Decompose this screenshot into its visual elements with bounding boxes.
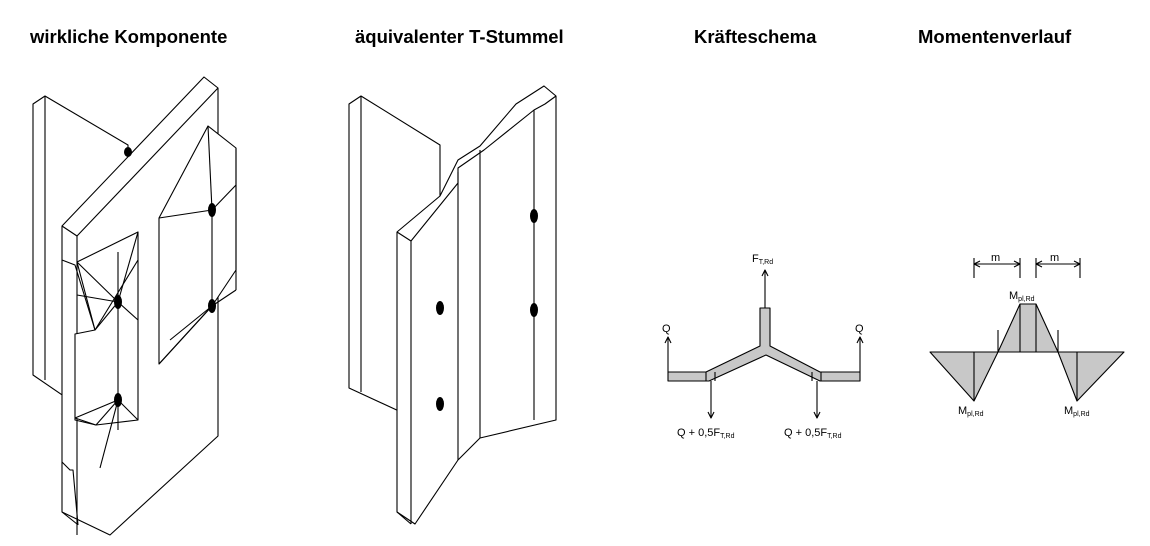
- bolt-icon: [436, 397, 444, 411]
- bolt-icon: [114, 295, 122, 309]
- force-scheme-drawing: [664, 269, 864, 419]
- bolt-icon: [530, 303, 538, 317]
- moment-diagram-drawing: [929, 258, 1125, 402]
- bolt-icon: [208, 299, 216, 313]
- bolt-icon: [436, 301, 444, 315]
- title-force-scheme: Kräfteschema: [694, 26, 817, 47]
- bolt-icon: [114, 393, 122, 407]
- label-m-left: m: [991, 252, 1000, 264]
- real-component-drawing: [32, 76, 237, 536]
- label-mpl-top: Mpl,Rd: [1009, 290, 1035, 303]
- bolt-icon: [124, 147, 132, 157]
- title-moment-diagram: Momentenverlauf: [918, 26, 1072, 47]
- label-q-left: Q: [662, 323, 671, 335]
- label-load-left: Q + 0,5FT,Rd: [677, 427, 735, 440]
- title-equivalent-t-stub: äquivalenter T-Stummel: [355, 26, 564, 47]
- t-stub-drawing: [348, 85, 557, 525]
- bolt-icon: [208, 203, 216, 217]
- label-load-right: Q + 0,5FT,Rd: [784, 427, 842, 440]
- bolt-icon: [530, 209, 538, 223]
- label-mpl-right: Mpl,Rd: [1064, 405, 1090, 418]
- t-stub-section: [667, 307, 861, 382]
- label-m-right: m: [1050, 252, 1059, 264]
- label-f-trd: FT,Rd: [752, 253, 773, 266]
- title-real-component: wirkliche Komponente: [30, 26, 228, 47]
- label-mpl-left: Mpl,Rd: [958, 405, 984, 418]
- left-yield-region: [74, 231, 139, 426]
- label-q-right: Q: [855, 323, 864, 335]
